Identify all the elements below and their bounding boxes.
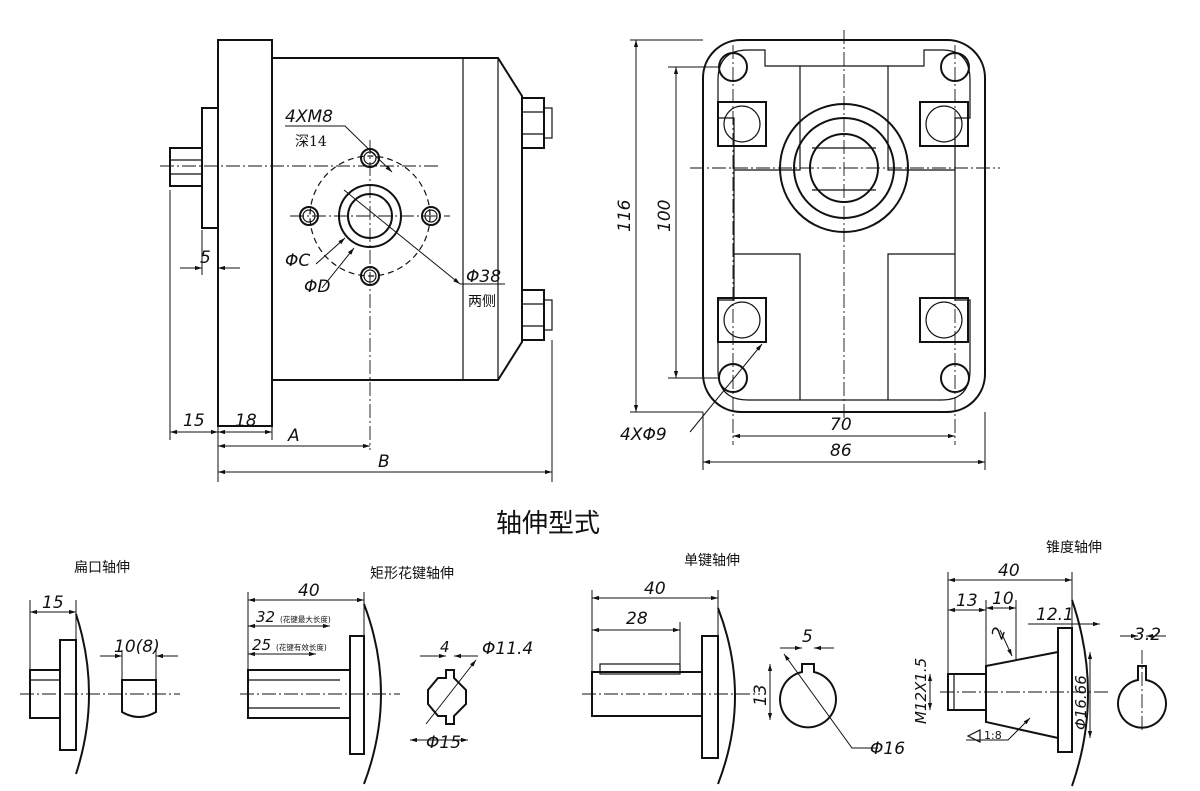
- shaft-spline-note-25: (花键有效长度): [276, 642, 327, 652]
- label-depth: 深14: [295, 134, 327, 150]
- port-inner-circle: [347, 193, 393, 239]
- shaft-key-section: [779, 663, 837, 729]
- shaft-taper: 锥度轴伸 40 13 10 12.1 2 M12X1.5 Φ16.66 1:8 …: [912, 540, 1167, 787]
- shaft-key-dim-5: 5: [802, 627, 813, 647]
- front-boss-tr: [919, 101, 969, 147]
- dim-b: B: [378, 452, 390, 472]
- label-phi-d: ΦD: [304, 277, 330, 297]
- dim-15: 15: [183, 411, 205, 431]
- shaft-spline-dim-15: Φ15: [426, 733, 461, 753]
- port-outer-circle: [338, 184, 402, 248]
- dim-70: 70: [830, 415, 852, 435]
- shaft-taper-dim-2: 2: [988, 625, 1010, 642]
- side-pilot: [201, 107, 219, 229]
- shaft-taper-dia: Φ16.66: [1072, 675, 1090, 730]
- shaft-flat-dim-10: 10(8): [114, 637, 160, 657]
- shaft-key-dim-16: Φ16: [870, 739, 905, 759]
- side-bolt-bottom: [521, 289, 545, 341]
- shaft-key-dim-28: 28: [626, 609, 648, 629]
- label-thread-4xm8: 4XM8: [285, 107, 333, 127]
- shaft-single-key: 单键轴伸 40 28 5 13 Φ16: [582, 553, 905, 785]
- shaft-taper-thread: M12X1.5: [912, 658, 930, 724]
- shaft-flat-dim-15: 15: [42, 593, 64, 613]
- side-shaft-stub: [169, 147, 203, 187]
- section-title: 轴伸型式: [496, 509, 600, 539]
- front-boss-br: [919, 297, 969, 343]
- shaft-spline: 矩形花键轴伸 40 32 (花键最大长度) 25 (花键有效长度) 4 Φ11.…: [240, 566, 533, 785]
- side-flange: [217, 39, 273, 427]
- shaft-spline-dim-40: 40: [298, 581, 320, 601]
- port-pcd-circle: [309, 155, 431, 277]
- shaft-spline-dim-4: 4: [440, 638, 450, 656]
- dim-a: A: [287, 426, 300, 446]
- shaft-spline-section: [427, 669, 467, 725]
- shaft-spline-dim-114: Φ11.4: [482, 639, 533, 659]
- front-boss-bl: [717, 297, 767, 343]
- shaft-flat-section: [121, 679, 157, 718]
- label-port-dia: Φ38: [466, 267, 501, 287]
- port-hole-right: [421, 206, 441, 226]
- front-view: 116 100 70 86 4XΦ9: [615, 30, 1000, 470]
- label-holes: 4XΦ9: [620, 425, 667, 445]
- shaft-flat-title: 扁口轴伸: [74, 560, 130, 576]
- label-phi-c: ΦC: [285, 251, 310, 271]
- shaft-spline-title: 矩形花键轴伸: [370, 566, 454, 582]
- dim-100: 100: [655, 200, 675, 232]
- front-boss-tl: [717, 101, 767, 147]
- shaft-taper-section: [1117, 665, 1167, 729]
- shaft-taper-title: 锥度轴伸: [1046, 540, 1102, 556]
- shaft-taper-dim-13: 13: [956, 591, 978, 611]
- shaft-key-dim-13: 13: [751, 684, 771, 706]
- dim-116: 116: [615, 199, 635, 232]
- dim-18: 18: [235, 411, 257, 431]
- shaft-taper-dim-40: 40: [998, 561, 1020, 581]
- port-hole-top: [360, 148, 380, 168]
- dim-5: 5: [200, 248, 211, 268]
- shaft-taper-ratio: 1:8: [984, 729, 1002, 742]
- label-both-sides: 两侧: [468, 294, 496, 310]
- side-bolt-top: [521, 97, 545, 149]
- shaft-flat: 扁口轴伸 15 10(8): [20, 560, 180, 775]
- shaft-key-dim-40: 40: [644, 579, 666, 599]
- shaft-taper-dim-121: 12.1: [1036, 605, 1074, 625]
- shaft-key-title: 单键轴伸: [684, 553, 740, 569]
- shaft-spline-note-32: (花键最大长度): [280, 614, 331, 624]
- shaft-taper-dim-10: 10: [992, 589, 1014, 609]
- port-hole-left: [299, 206, 319, 226]
- dim-86: 86: [830, 441, 852, 461]
- shaft-taper-dim-32: 3.2: [1134, 625, 1161, 645]
- side-body: [272, 57, 523, 381]
- port-hole-bottom: [360, 266, 380, 286]
- shaft-spline-dim-32: 32: [256, 608, 275, 626]
- shaft-spline-dim-25: 25: [252, 636, 271, 654]
- side-view: 4XM8 深14 ΦC ΦD Φ38 两侧 5 15 18 A B: [160, 39, 553, 482]
